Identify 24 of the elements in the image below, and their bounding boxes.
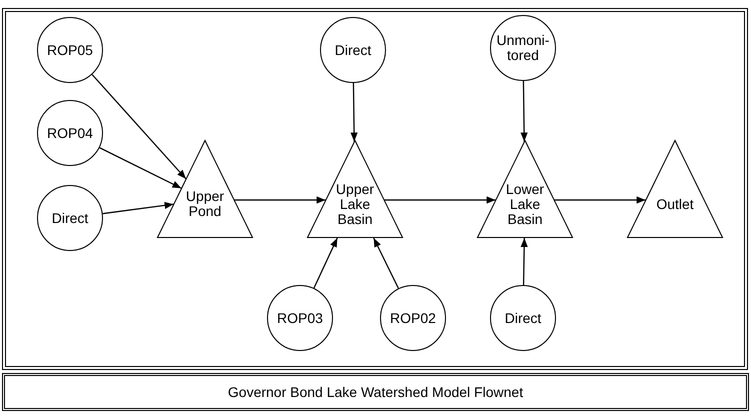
arrow [234, 196, 326, 204]
caption: Governor Bond Lake Watershed Model Flownet [2, 373, 749, 411]
node-label: Direct [52, 210, 88, 226]
arrow [313, 238, 338, 288]
arrow [554, 196, 646, 204]
node-label: Outlet [656, 196, 694, 212]
node-label: ROP05 [47, 42, 93, 58]
node-label: Upper Lake Basin [334, 182, 376, 226]
arrow [520, 80, 528, 142]
node-label: Unmoni-tored [496, 33, 550, 63]
node-label: Upper Pond [184, 189, 226, 219]
node-label: ROP03 [277, 310, 323, 326]
node-label: ROP02 [390, 310, 436, 326]
arrow [102, 202, 174, 214]
arrow [384, 196, 496, 204]
node-label: Direct [334, 42, 372, 58]
arrow [92, 74, 186, 180]
node-label: Direct [504, 310, 542, 326]
arrow [373, 238, 399, 289]
arrow [350, 82, 358, 142]
arrow [99, 147, 182, 189]
node-label: ROP04 [47, 126, 93, 140]
node-label: Lower Lake Basin [504, 182, 546, 226]
arrow [520, 238, 528, 286]
